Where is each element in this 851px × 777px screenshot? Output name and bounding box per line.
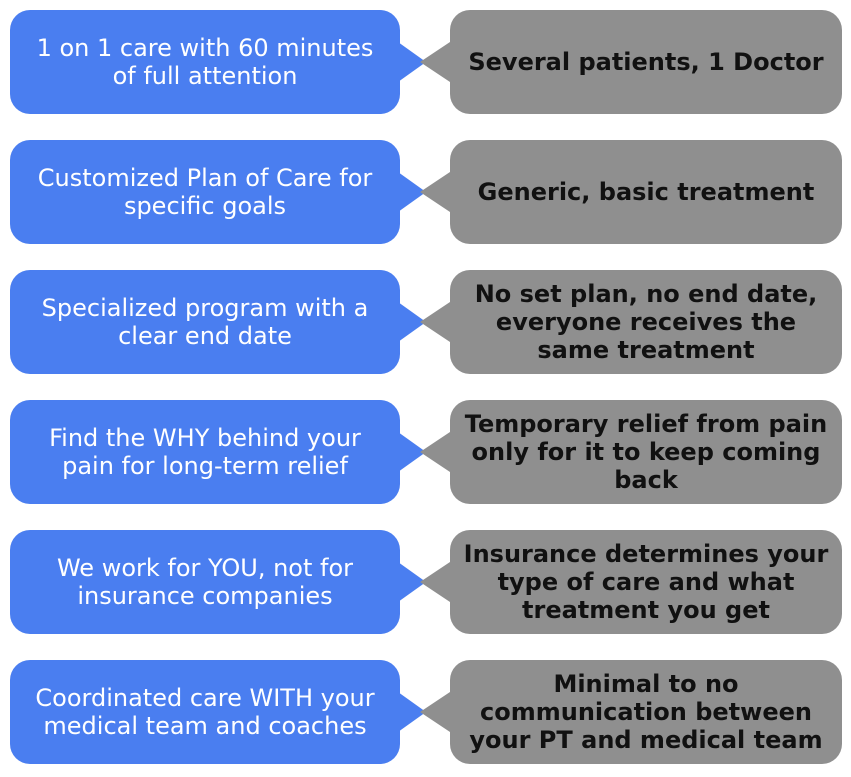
our-care-bubble: 1 on 1 care with 60 minutes of full atte… bbox=[10, 10, 400, 114]
other-care-text: Insurance determines your type of care a… bbox=[463, 540, 829, 624]
comparison-row: Specialized program with a clear end dat… bbox=[0, 270, 851, 374]
our-care-bubble: Coordinated care WITH your medical team … bbox=[10, 660, 400, 764]
comparison-row: Find the WHY behind your pain for long-t… bbox=[0, 400, 851, 504]
other-care-bubble: No set plan, no end date, everyone recei… bbox=[420, 270, 842, 374]
our-care-text: 1 on 1 care with 60 minutes of full atte… bbox=[36, 34, 374, 90]
our-care-bubble: We work for YOU, not for insurance compa… bbox=[10, 530, 400, 634]
other-care-text: Generic, basic treatment bbox=[477, 178, 815, 206]
our-care-bubble: Customized Plan of Care for specific goa… bbox=[10, 140, 400, 244]
our-care-text: Customized Plan of Care for specific goa… bbox=[37, 164, 373, 220]
our-care-text: We work for YOU, not for insurance compa… bbox=[56, 554, 354, 610]
other-care-bubble: Insurance determines your type of care a… bbox=[420, 530, 842, 634]
comparison-row: Customized Plan of Care for specific goa… bbox=[0, 140, 851, 244]
our-care-bubble: Find the WHY behind your pain for long-t… bbox=[10, 400, 400, 504]
other-care-bubble: Minimal to no communication between your… bbox=[420, 660, 842, 764]
comparison-row: Coordinated care WITH your medical team … bbox=[0, 660, 851, 764]
other-care-text: Several patients, 1 Doctor bbox=[468, 48, 824, 76]
other-care-bubble: Generic, basic treatment bbox=[420, 140, 842, 244]
our-care-text: Find the WHY behind your pain for long-t… bbox=[49, 424, 361, 480]
our-care-text: Specialized program with a clear end dat… bbox=[41, 294, 369, 350]
other-care-bubble: Temporary relief from pain only for it t… bbox=[420, 400, 842, 504]
our-care-text: Coordinated care WITH your medical team … bbox=[35, 684, 375, 740]
comparison-row: 1 on 1 care with 60 minutes of full atte… bbox=[0, 10, 851, 114]
other-care-bubble: Several patients, 1 Doctor bbox=[420, 10, 842, 114]
other-care-text: No set plan, no end date, everyone recei… bbox=[474, 280, 818, 364]
other-care-text: Minimal to no communication between your… bbox=[469, 670, 823, 754]
our-care-bubble: Specialized program with a clear end dat… bbox=[10, 270, 400, 374]
other-care-text: Temporary relief from pain only for it t… bbox=[464, 410, 828, 494]
comparison-row: We work for YOU, not for insurance compa… bbox=[0, 530, 851, 634]
